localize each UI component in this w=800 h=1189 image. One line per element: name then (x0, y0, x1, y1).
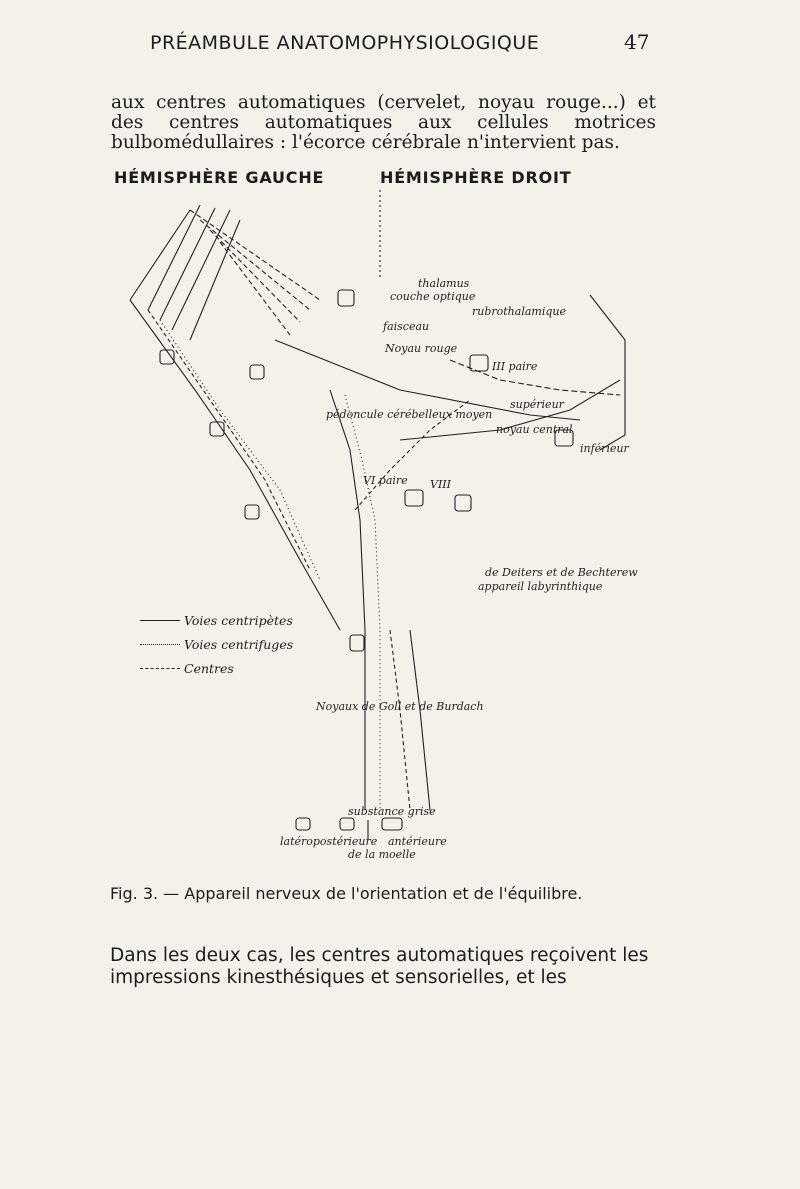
legend-row-centres: Centres (140, 656, 293, 680)
page-header: PRÉAMBULE ANATOMOPHYSIOLOGIQUE 47 (0, 18, 800, 58)
label-anterieure: antérieure (388, 835, 447, 848)
heading-left-hemisphere: HÉMISPHÈRE GAUCHE (114, 168, 325, 187)
label-pedoncule: pédoncule cérébelleux moyen (326, 408, 492, 421)
label-noyau-rouge: Noyau rouge (384, 342, 458, 355)
tract-central (329, 389, 366, 810)
label-goll-burdach: Noyaux de Goll et de Burdach (315, 700, 484, 713)
superior-peduncle (449, 359, 621, 396)
label-noyau-central: noyau central (496, 423, 573, 436)
legend-line-mixed (140, 667, 180, 669)
running-title: PRÉAMBULE ANATOMOPHYSIOLOGIQUE (150, 32, 540, 54)
centre-vi-paire (404, 489, 424, 507)
tract-2 (147, 309, 311, 571)
centre-iii-paire (469, 354, 489, 372)
legend: Voies centripètes Voies centrifuges Cent… (140, 608, 293, 680)
centre-goll-burdach (349, 634, 365, 652)
label-thalamus: thalamus (418, 277, 470, 290)
centre-left-4 (244, 504, 260, 520)
label-deiters: de Deiters et de Bechterew (485, 566, 638, 579)
cortex-fan-left (129, 204, 241, 341)
label-iii-paire: III paire (491, 360, 538, 373)
label-rubrothalamique: rubrothalamique (472, 305, 566, 318)
legend-row-centripetes: Voies centripètes (140, 608, 293, 632)
figure-diagram: HÉMISPHÈRE GAUCHE HÉMISPHÈRE DROIT (100, 168, 700, 868)
figure-caption: Fig. 3. — Appareil nerveux de l'orientat… (110, 884, 583, 903)
label-vi-paire: VI paire (363, 474, 408, 487)
centre-moelle-2 (339, 817, 355, 831)
label-couche-optique: couche optique (390, 290, 476, 303)
inferior-peduncle (399, 379, 621, 441)
paragraph-bottom: Dans les deux cas, les centres automatiq… (110, 944, 649, 988)
paragraph-top: aux centres automatiques (cervelet, noya… (111, 91, 656, 153)
nerve-pathway-diagram: couche optique thalamus rubrothalamique … (129, 190, 638, 860)
cerebellum-outline (589, 294, 626, 451)
cortex-fan-right (189, 209, 321, 336)
tract-1 (129, 299, 341, 631)
legend-label: Voies centrifuges (184, 636, 294, 652)
centre-left-1 (159, 349, 175, 365)
label-appareil-labyrinthique: appareil labyrinthique (478, 580, 603, 593)
centre-viii (454, 494, 472, 512)
label-inferieur: inférieur (580, 442, 630, 455)
legend-line-dotted (140, 643, 180, 645)
centre-moelle-1 (295, 817, 311, 831)
legend-label: Centres (184, 660, 234, 676)
tract-anterior-2 (409, 629, 431, 811)
centre-left-3 (209, 421, 225, 437)
centre-thalamus (337, 289, 355, 307)
centre-moelle-3 (381, 817, 403, 831)
centre-left-2 (249, 364, 265, 380)
cerebellar-peduncle (274, 339, 581, 421)
label-de-la-moelle: de la moelle (348, 848, 416, 860)
label-lateropost: latéropostérieure (280, 835, 378, 848)
label-viii: VIII (430, 478, 452, 491)
heading-right-hemisphere: HÉMISPHÈRE DROIT (380, 168, 572, 187)
centre-noyau-central (554, 429, 574, 447)
tract-central-2 (344, 394, 381, 810)
tract-vestibular (354, 399, 471, 511)
legend-row-centrifuges: Voies centrifuges (140, 632, 293, 656)
label-substance-grise: substance grise (348, 805, 436, 818)
label-faisceau: faisceau (382, 320, 429, 333)
legend-label: Voies centripètes (184, 612, 293, 628)
page-number: 47 (624, 30, 650, 54)
tract-anterior (389, 629, 411, 811)
label-superieur: supérieur (510, 398, 565, 411)
legend-line-solid (140, 619, 180, 621)
